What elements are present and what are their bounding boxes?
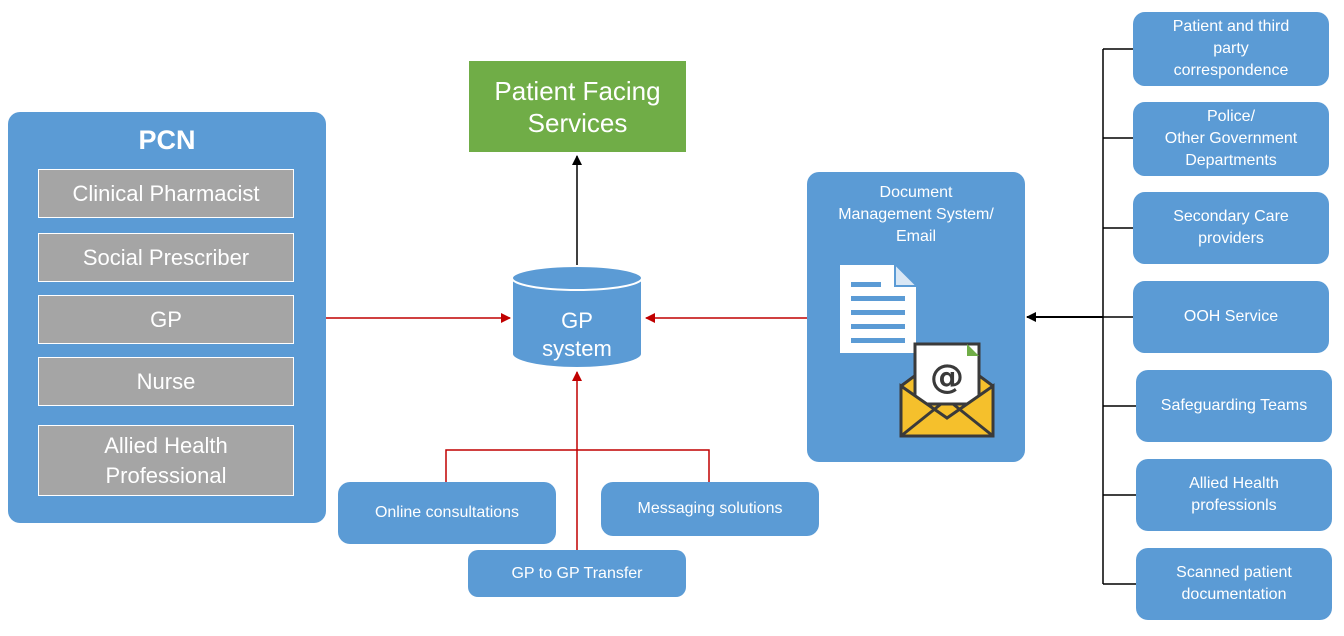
source-police-government: Police/ Other Government Departments xyxy=(1133,102,1329,176)
document-management-label: Document Management System/ Email xyxy=(838,184,994,245)
pcn-role-nurse: Nurse xyxy=(38,357,294,406)
source-allied-health: Allied Health professionls xyxy=(1136,459,1332,531)
source-ooh-service: OOH Service xyxy=(1133,281,1329,353)
source-secondary-care: Secondary Care providers xyxy=(1133,192,1329,264)
gp-system-cylinder xyxy=(511,265,643,369)
email-envelope-icon: @ xyxy=(899,342,995,438)
pcn-role-gp: GP xyxy=(38,295,294,344)
gp-system-label: GP system xyxy=(542,308,612,361)
source-patient-third-party: Patient and third party correspondence xyxy=(1133,12,1329,86)
document-icon xyxy=(838,261,920,355)
online-consultations-box: Online consultations xyxy=(338,482,556,544)
source-safeguarding-teams: Safeguarding Teams xyxy=(1136,370,1332,442)
patient-facing-services-box: Patient Facing Services xyxy=(469,61,686,152)
messaging-solutions-box: Messaging solutions xyxy=(601,482,819,536)
gp-to-gp-transfer-box: GP to GP Transfer xyxy=(468,550,686,597)
source-scanned-documentation: Scanned patient documentation xyxy=(1136,548,1332,620)
pcn-title: PCN xyxy=(138,124,196,155)
pcn-box: PCN Clinical Pharmacist Social Prescribe… xyxy=(8,112,326,523)
svg-text:@: @ xyxy=(930,357,964,397)
pcn-role-allied-health: Allied Health Professional xyxy=(38,425,294,496)
pcn-role-social-prescriber: Social Prescriber xyxy=(38,233,294,282)
document-management-box: Document Management System/ Email @ xyxy=(807,172,1025,462)
pcn-role-clinical-pharmacist: Clinical Pharmacist xyxy=(38,169,294,218)
